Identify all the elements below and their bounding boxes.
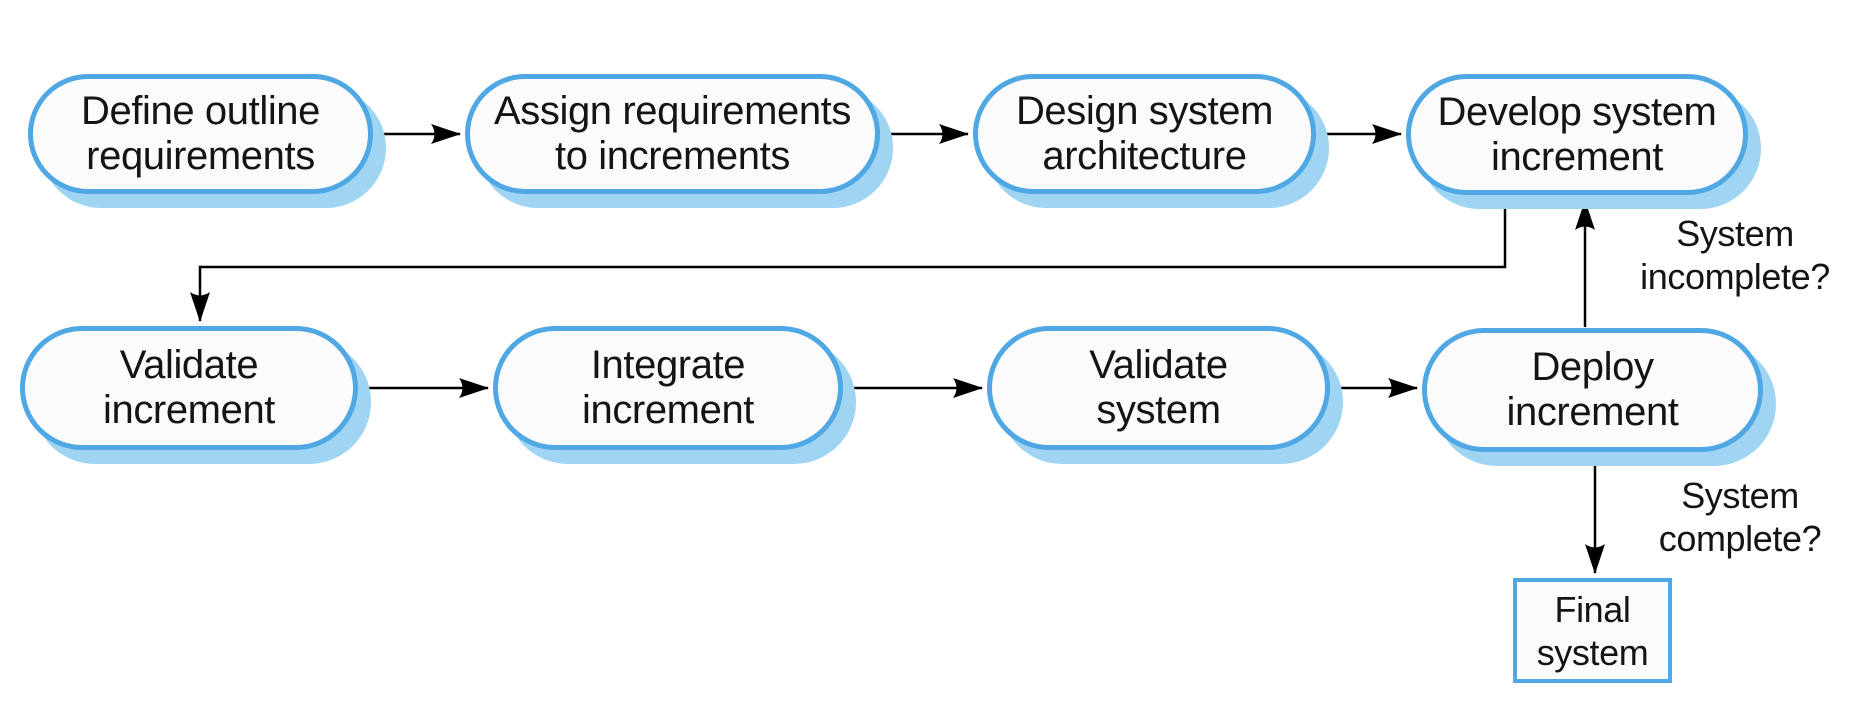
node-deploy-increment: Deploy increment	[1422, 328, 1763, 452]
node-integrate-increment: Integrate increment	[493, 326, 843, 450]
node-assign-requirements-to-increments: Assign requirements to increments	[465, 74, 880, 194]
node-define-outline-requirements: Define outline requirements	[28, 74, 373, 194]
decision-label-system-complete: System complete?	[1658, 475, 1822, 559]
node-validate-increment: Validate increment	[20, 326, 358, 450]
decision-label-system-incomplete: System incomplete?	[1640, 213, 1830, 297]
connector-develop-to-validate-increment	[190, 196, 1507, 322]
node-design-system-architecture: Design system architecture	[973, 74, 1316, 194]
node-develop-system-increment: Develop system increment	[1406, 74, 1748, 195]
node-final-system: Final system	[1513, 578, 1672, 683]
node-validate-system: Validate system	[987, 326, 1330, 450]
